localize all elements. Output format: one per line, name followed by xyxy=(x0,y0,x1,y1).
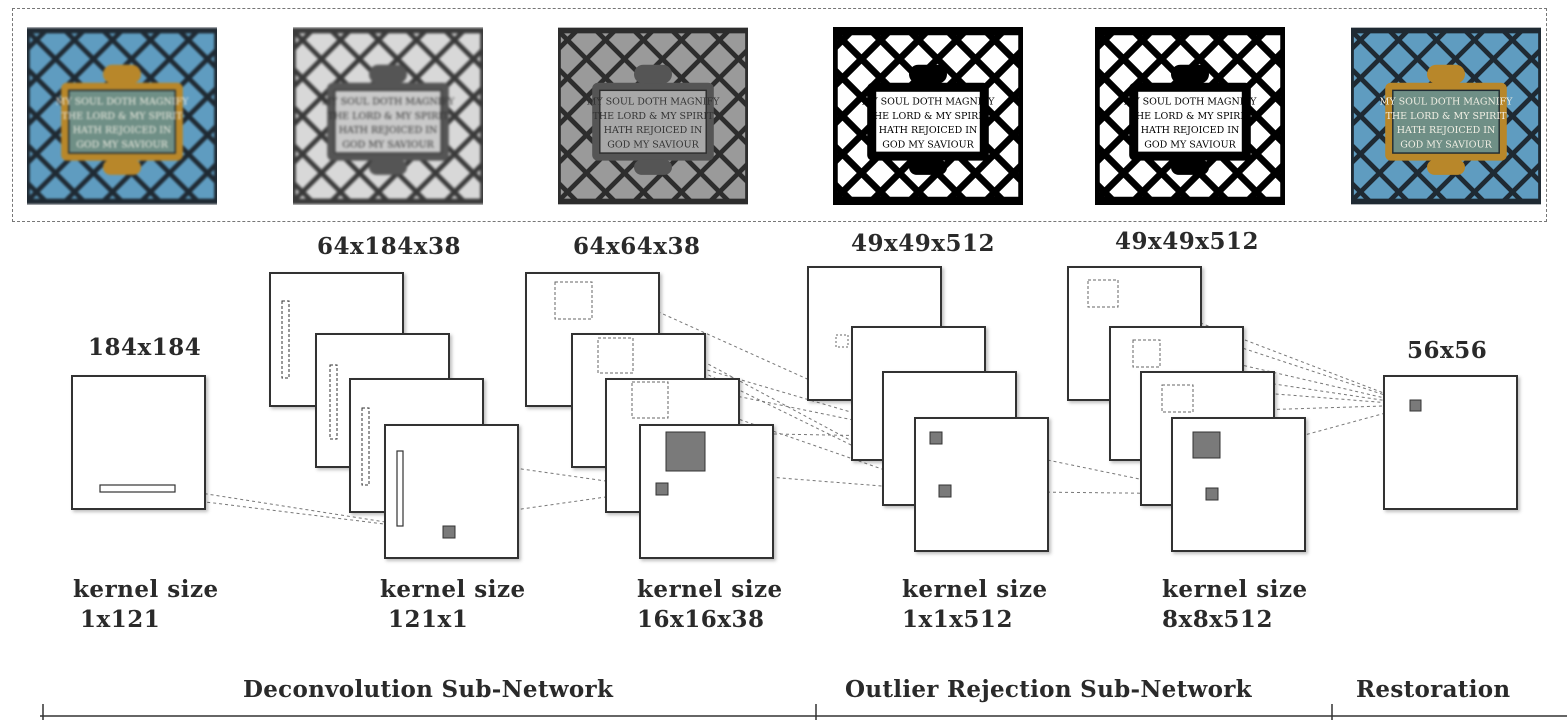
kernel1-size: 1x121 xyxy=(80,606,161,633)
svg-text:THE LORD & MY SPIRIT: THE LORD & MY SPIRIT xyxy=(1130,111,1252,122)
svg-text:HATH REJOICED IN: HATH REJOICED IN xyxy=(73,125,172,136)
kernel1-label: kernel size xyxy=(73,576,219,603)
svg-text:MY SOUL DOTH MAGNIFY: MY SOUL DOTH MAGNIFY xyxy=(587,97,721,108)
svg-text:MY SOUL DOTH MAGNIFY: MY SOUL DOTH MAGNIFY xyxy=(1124,97,1258,108)
kernel-window-16x16x38 xyxy=(665,431,706,472)
kernel4-label: kernel size xyxy=(902,576,1048,603)
kernel4-size: 1x1x512 xyxy=(902,606,1013,633)
kernel3-label: kernel size xyxy=(637,576,783,603)
outlier2-size-label: 49x49x512 xyxy=(1115,228,1259,255)
svg-text:GOD MY SAVIOUR: GOD MY SAVIOUR xyxy=(76,139,168,150)
deconv1-size-label: 64x184x38 xyxy=(317,233,461,260)
kernel2-size: 121x1 xyxy=(388,606,469,633)
restored-output-image: MY SOUL DOTH MAGNIFY THE LORD & MY SPIRIT… xyxy=(1351,27,1541,205)
kernel-window-121x1 xyxy=(396,450,404,527)
kernel5-size: 8x8x512 xyxy=(1162,606,1273,633)
deconvolution-feature-map-2: MY SOUL DOTH MAGNIFY THE LORD & MY SPIRIT… xyxy=(558,27,748,205)
kernel-window-1x121 xyxy=(99,484,176,493)
output-size-label: 56x56 xyxy=(1407,337,1488,364)
kernel5-label: kernel size xyxy=(1162,576,1308,603)
svg-text:THE LORD & MY SPIRIT: THE LORD & MY SPIRIT xyxy=(328,111,450,122)
output-layer xyxy=(1383,375,1518,510)
svg-text:HATH REJOICED IN: HATH REJOICED IN xyxy=(1397,125,1496,136)
outlier-rejection-feature-map-2: MY SOUL DOTH MAGNIFY THE LORD & MY SPIRIT… xyxy=(1095,27,1285,205)
kernel-window-1x1x512 xyxy=(929,431,943,445)
outlier-layer-1 xyxy=(807,266,1049,552)
svg-text:GOD MY SAVIOUR: GOD MY SAVIOUR xyxy=(882,139,974,150)
svg-text:GOD MY SAVIOUR: GOD MY SAVIOUR xyxy=(1400,139,1492,150)
deconv2-size-label: 64x64x38 xyxy=(573,233,701,260)
svg-text:HATH REJOICED IN: HATH REJOICED IN xyxy=(339,125,438,136)
outlier-layer-2 xyxy=(1067,266,1306,552)
svg-text:HATH REJOICED IN: HATH REJOICED IN xyxy=(1141,125,1240,136)
example-image-strip: MY SOUL DOTH MAGNIFY THE LORD & MY SPIRIT… xyxy=(12,8,1547,222)
outlier-section-label: Outlier Rejection Sub-Network xyxy=(845,676,1252,703)
kernel-window-8x8x512 xyxy=(1192,431,1221,459)
svg-text:HATH REJOICED IN: HATH REJOICED IN xyxy=(879,125,978,136)
svg-text:MY SOUL DOTH MAGNIFY: MY SOUL DOTH MAGNIFY xyxy=(1380,97,1514,108)
svg-text:THE LORD & MY SPIRIT: THE LORD & MY SPIRIT xyxy=(593,111,715,122)
section-brackets xyxy=(40,704,1567,720)
kernel3-size: 16x16x38 xyxy=(637,606,765,633)
outlier-rejection-feature-map-1: MY SOUL DOTH MAGNIFY THE LORD & MY SPIRIT… xyxy=(833,27,1023,205)
input-layer xyxy=(71,375,206,510)
svg-text:MY SOUL DOTH MAGNIFY: MY SOUL DOTH MAGNIFY xyxy=(322,97,456,108)
svg-text:THE LORD & MY SPIRIT: THE LORD & MY SPIRIT xyxy=(62,111,184,122)
kernel2-label: kernel size xyxy=(380,576,526,603)
outlier1-size-label: 49x49x512 xyxy=(851,230,995,257)
svg-text:THE LORD & MY SPIRIT: THE LORD & MY SPIRIT xyxy=(868,111,990,122)
svg-text:THE LORD & MY SPIRIT: THE LORD & MY SPIRIT xyxy=(1386,111,1508,122)
input-size-label: 184x184 xyxy=(88,334,202,361)
svg-text:GOD MY SAVIOUR: GOD MY SAVIOUR xyxy=(1144,139,1236,150)
svg-text:HATH REJOICED IN: HATH REJOICED IN xyxy=(604,125,703,136)
deconvolution-feature-map-1: MY SOUL DOTH MAGNIFY THE LORD & MY SPIRIT… xyxy=(293,27,483,205)
deconv-layer-2 xyxy=(525,272,774,559)
deconvolution-section-label: Deconvolution Sub-Network xyxy=(243,676,614,703)
svg-text:GOD MY SAVIOUR: GOD MY SAVIOUR xyxy=(607,139,699,150)
restoration-section-label: Restoration xyxy=(1356,676,1511,703)
svg-text:GOD MY SAVIOUR: GOD MY SAVIOUR xyxy=(342,139,434,150)
svg-text:MY SOUL DOTH MAGNIFY: MY SOUL DOTH MAGNIFY xyxy=(862,97,996,108)
deconv-layer-1 xyxy=(269,272,519,559)
blurred-input-image: MY SOUL DOTH MAGNIFY THE LORD & MY SPIRIT… xyxy=(27,27,217,205)
svg-text:MY SOUL DOTH MAGNIFY: MY SOUL DOTH MAGNIFY xyxy=(56,97,190,108)
